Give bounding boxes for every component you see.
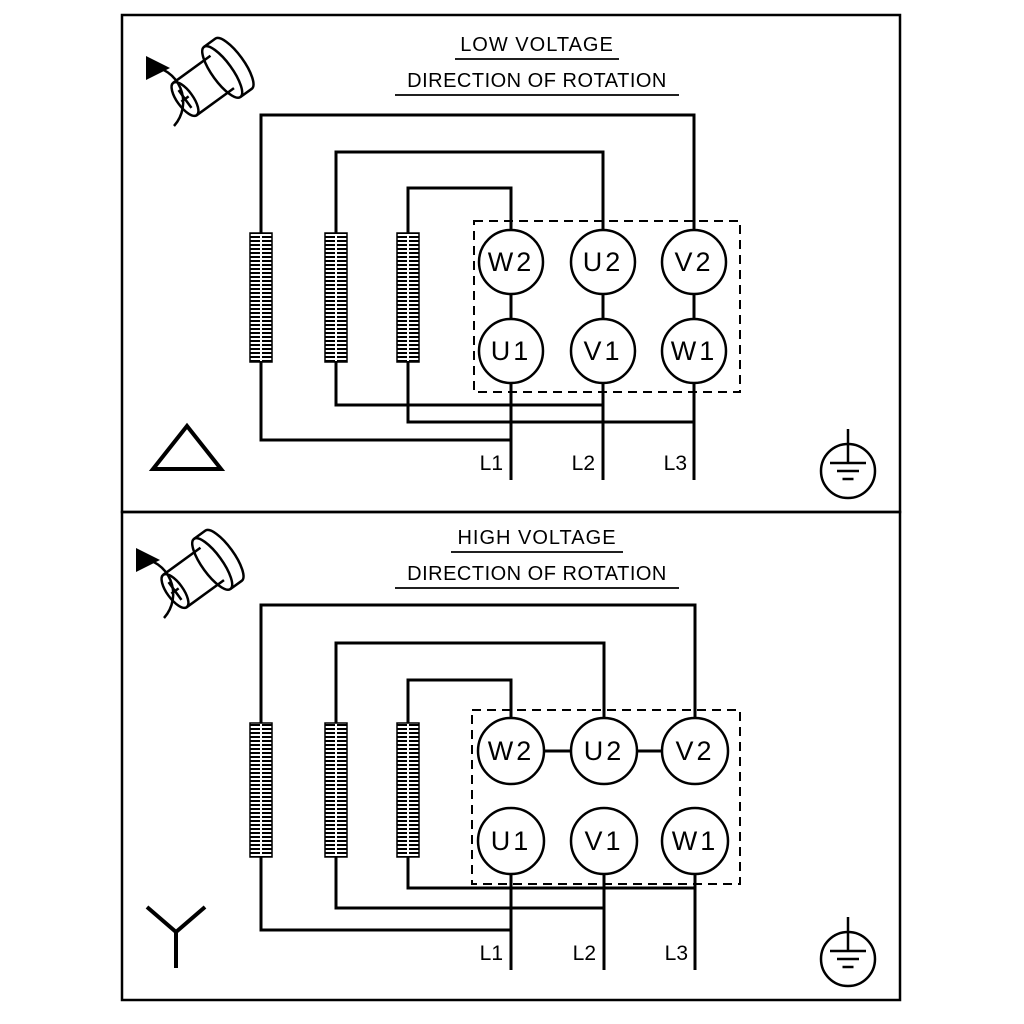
supply-line-label-l1: L1 bbox=[480, 942, 503, 965]
earth-ground-icon bbox=[819, 915, 877, 988]
stator-winding-coils bbox=[249, 232, 420, 363]
terminal-label: W1 bbox=[672, 826, 719, 856]
terminal-label: V2 bbox=[675, 736, 714, 766]
stator-winding-coils bbox=[249, 722, 420, 858]
panel-subtitle: DIRECTION OF ROTATION bbox=[407, 563, 667, 585]
terminal-label: W2 bbox=[488, 736, 535, 766]
terminal-u1: U1 bbox=[477, 317, 545, 385]
terminal-label: V1 bbox=[584, 826, 623, 856]
terminal-label: U2 bbox=[584, 736, 625, 766]
panel-low-voltage: LOW VOLTAGE DIRECTION OF ROTATION bbox=[120, 13, 902, 514]
panel-title: LOW VOLTAGE bbox=[460, 34, 614, 56]
terminal-label: V2 bbox=[674, 247, 713, 277]
terminal-w2: W2 bbox=[477, 228, 545, 296]
panel-title: HIGH VOLTAGE bbox=[457, 527, 616, 549]
terminal-v2: V2 bbox=[660, 228, 728, 296]
terminal-label: W1 bbox=[671, 336, 718, 366]
terminal-u2: U2 bbox=[569, 228, 637, 296]
terminal-w1: W1 bbox=[660, 806, 730, 876]
terminal-u1: U1 bbox=[476, 806, 546, 876]
supply-line-label-l3: L3 bbox=[665, 942, 688, 965]
shaft-rotation-icon bbox=[134, 523, 252, 623]
panel-high-voltage: HIGH VOLTAGE DIRECTION OF ROTATION bbox=[120, 510, 902, 1002]
terminal-v2: V2 bbox=[660, 716, 730, 786]
winding-top-wires bbox=[259, 113, 696, 233]
delta-bridge-links bbox=[509, 294, 696, 319]
terminal-v1: V1 bbox=[569, 317, 637, 385]
terminal-label: U2 bbox=[583, 247, 624, 277]
terminal-label: U1 bbox=[491, 336, 532, 366]
panel-border bbox=[120, 510, 902, 1002]
winding-bottom-wires bbox=[259, 857, 697, 970]
panel-subtitle: DIRECTION OF ROTATION bbox=[407, 70, 667, 92]
terminal-u2: U2 bbox=[569, 716, 639, 786]
terminal-label: W2 bbox=[488, 247, 535, 277]
supply-line-label-l2: L2 bbox=[572, 452, 595, 475]
supply-line-label-l3: L3 bbox=[664, 452, 687, 475]
delta-connection-icon bbox=[148, 422, 226, 471]
star-connection-icon bbox=[145, 905, 207, 968]
earth-ground-icon bbox=[819, 427, 877, 500]
terminal-w1: W1 bbox=[660, 317, 728, 385]
terminal-label: U1 bbox=[491, 826, 532, 856]
shaft-rotation-icon bbox=[144, 31, 262, 131]
terminal-w2: W2 bbox=[476, 716, 546, 786]
terminal-label: V1 bbox=[583, 336, 622, 366]
winding-bottom-wires bbox=[259, 362, 696, 480]
terminal-v1: V1 bbox=[569, 806, 639, 876]
winding-top-wires bbox=[259, 603, 697, 723]
supply-line-label-l2: L2 bbox=[573, 942, 596, 965]
terminal-board-outline bbox=[471, 709, 741, 885]
supply-line-label-l1: L1 bbox=[480, 452, 503, 475]
terminal-board-outline bbox=[473, 220, 741, 393]
